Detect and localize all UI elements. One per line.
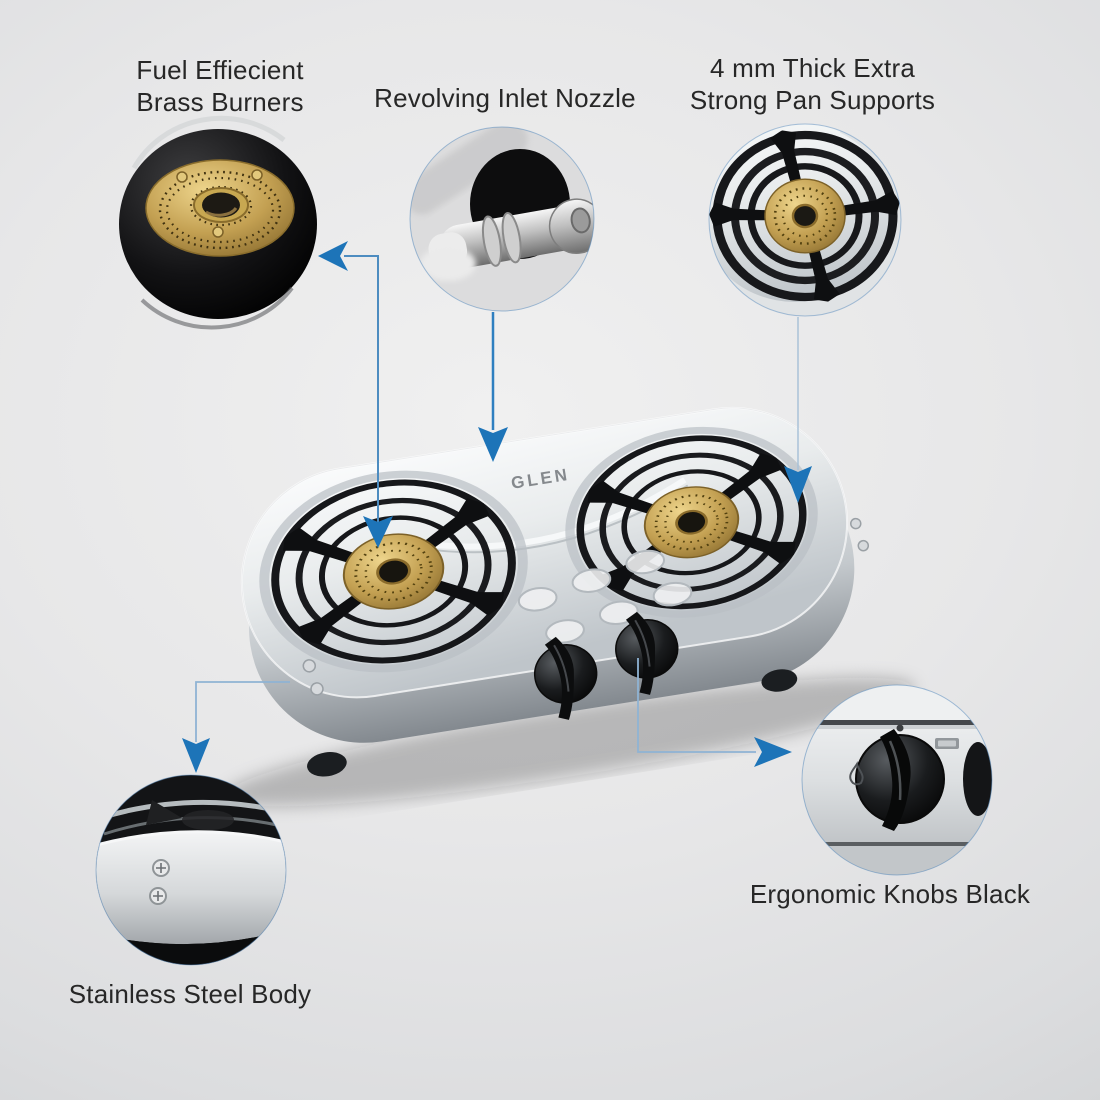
callout-line: Ergonomic Knobs Black <box>749 879 1031 909</box>
control-knob-left <box>533 636 598 720</box>
stainless-body-photo <box>96 775 286 965</box>
callout-label-brass-burners: Fuel Effiecient Brass Burners <box>70 54 370 118</box>
callout-label-pan-supports: 4 mm Thick Extra Strong Pan Supports <box>655 52 970 116</box>
side-screws-right <box>850 517 870 552</box>
brass-burner-photo <box>119 115 317 330</box>
callout-label-steel-body: Stainless Steel Body <box>50 978 330 1010</box>
arrow-pan-supports <box>784 317 812 503</box>
embossed-dimples <box>517 549 693 644</box>
callout-line: Fuel Effiecient <box>136 55 304 85</box>
callout-line: Brass Burners <box>136 87 304 118</box>
inlet-nozzle-photo <box>410 127 594 311</box>
pan-supports-circle-frame <box>708 123 902 317</box>
control-knob-right <box>615 611 679 695</box>
panel-badge <box>935 738 959 749</box>
stove-photo: GLEN <box>223 406 916 807</box>
flame-icon <box>849 761 864 786</box>
body-screws <box>149 859 170 905</box>
arrow-knobs <box>637 658 792 767</box>
pan-supports-photo <box>709 124 901 316</box>
knob-circle-frame <box>801 684 993 876</box>
arrow-steel-body <box>182 681 290 773</box>
callout-line: 4 mm Thick Extra <box>710 53 915 83</box>
callout-label-inlet-nozzle: Revolving Inlet Nozzle <box>345 82 665 114</box>
left-burner <box>259 470 528 673</box>
right-burner <box>565 426 818 618</box>
stove-foot-right <box>761 669 798 692</box>
callout-line: Stainless Steel Body <box>68 979 312 1009</box>
callout-line: Revolving Inlet Nozzle <box>374 83 636 113</box>
chrome-reflection-arc <box>415 477 687 550</box>
arrow-brass-burner <box>318 241 393 548</box>
callout-label-knobs: Ergonomic Knobs Black <box>730 878 1050 910</box>
arrow-inlet-nozzle <box>478 312 508 462</box>
knob-graphic <box>855 724 945 831</box>
stove-shadow <box>223 677 916 807</box>
stove-top-edge-highlight <box>240 406 849 699</box>
side-screws-left <box>302 659 324 696</box>
second-knob-hint <box>963 742 992 816</box>
inlet-nozzle-circle-frame <box>409 126 595 312</box>
stove-foot-left <box>307 752 347 777</box>
callout-line: Strong Pan Supports <box>689 85 936 116</box>
stainless-body-circle-frame <box>95 774 287 966</box>
